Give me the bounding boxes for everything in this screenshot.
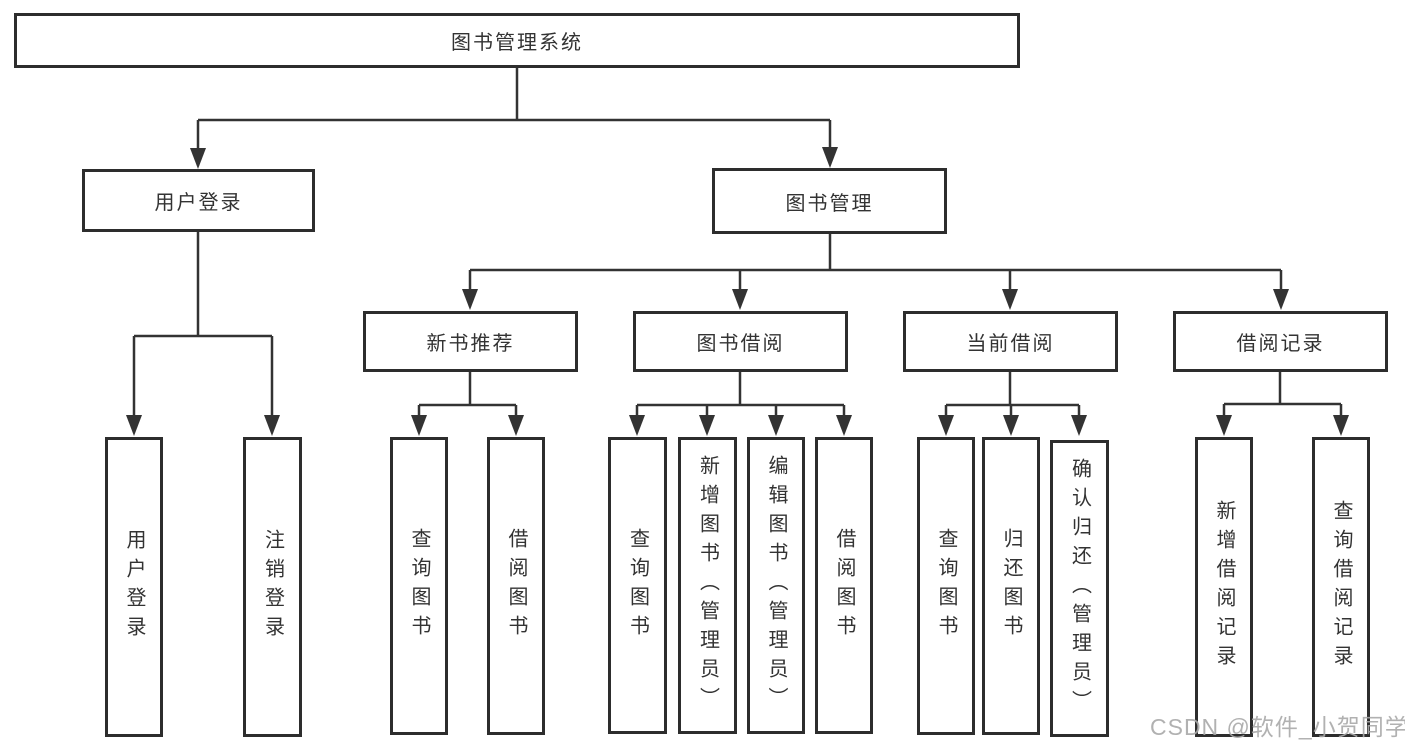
arrow-down-icon	[629, 415, 645, 436]
connector-bookmgmt-to-level3	[468, 234, 1283, 291]
arrowheads	[126, 147, 1349, 436]
arrow-down-icon	[938, 415, 954, 436]
leaf-recommend-borrow-books: 借阅图书	[487, 437, 545, 735]
arrow-down-icon	[822, 147, 838, 168]
arrow-down-icon	[1333, 415, 1349, 436]
arrow-down-icon	[1002, 289, 1018, 310]
leaf-records-query-record-label: 查询借阅记录	[1330, 500, 1352, 674]
arrow-down-icon	[1216, 415, 1232, 436]
arrow-down-icon	[508, 415, 524, 436]
csdn-watermark: CSDN @软件_小贺同学	[1150, 714, 1405, 740]
node-book-borrowing-label: 图书借阅	[696, 333, 785, 355]
node-root: 图书管理系统	[14, 13, 1020, 68]
leaf-current-query-books: 查询图书	[917, 437, 975, 735]
leaf-current-query-books-label: 查询图书	[935, 528, 957, 644]
leaf-borrowing-edit-books: 编辑图书（管理员）	[747, 437, 805, 734]
arrow-down-icon	[411, 415, 427, 436]
leaf-current-confirm-return: 确认归还（管理员）	[1050, 440, 1109, 737]
arrow-down-icon	[1003, 415, 1019, 436]
leaf-logout: 注销登录	[243, 437, 302, 737]
leaf-recommend-query-books-label: 查询图书	[408, 528, 430, 644]
node-root-label: 图书管理系统	[451, 32, 583, 54]
arrow-down-icon	[462, 289, 478, 310]
node-current-borrowing: 当前借阅	[903, 311, 1118, 372]
leaf-borrowing-add-books-label: 新增图书（管理员）	[696, 455, 719, 716]
connector-current-to-leaves	[944, 372, 1081, 417]
arrow-down-icon	[1071, 415, 1087, 436]
node-current-borrowing-label: 当前借阅	[966, 333, 1055, 355]
connector-userlogin-to-leaves	[132, 232, 274, 417]
leaf-borrowing-edit-books-label: 编辑图书（管理员）	[765, 455, 787, 716]
node-book-management-label: 图书管理	[785, 192, 874, 215]
leaf-borrowing-add-books: 新增图书（管理员）	[678, 437, 737, 734]
connector-recommend-to-leaves	[417, 372, 518, 417]
leaf-borrowing-query-books: 查询图书	[608, 437, 667, 734]
leaf-recommend-borrow-books-label: 借阅图书	[505, 528, 527, 644]
leaf-user-login-label: 用户登录	[123, 529, 145, 645]
leaf-records-add-record: 新增借阅记录	[1195, 437, 1253, 737]
node-new-book-recommend-label: 新书推荐	[426, 333, 515, 355]
arrow-down-icon	[190, 148, 206, 169]
node-book-borrowing: 图书借阅	[633, 311, 848, 372]
node-book-management: 图书管理	[712, 168, 947, 234]
arrow-down-icon	[768, 415, 784, 436]
leaf-borrowing-query-books-label: 查询图书	[626, 527, 649, 644]
arrow-down-icon	[836, 415, 852, 436]
leaf-borrowing-borrow-books-label: 借阅图书	[833, 527, 855, 644]
arrow-down-icon	[264, 415, 280, 436]
node-user-login: 用户登录	[82, 169, 315, 232]
node-new-book-recommend: 新书推荐	[363, 311, 578, 372]
connector-root-to-level2	[196, 68, 832, 149]
node-borrow-records-label: 借阅记录	[1236, 333, 1325, 355]
arrow-down-icon	[699, 415, 715, 436]
leaf-current-return-books: 归还图书	[982, 437, 1040, 735]
leaf-borrowing-borrow-books: 借阅图书	[815, 437, 873, 734]
arrow-down-icon	[1273, 289, 1289, 310]
leaf-current-confirm-return-label: 确认归还（管理员）	[1068, 458, 1091, 719]
connector-borrowing-to-leaves	[635, 372, 846, 417]
leaf-records-query-record: 查询借阅记录	[1312, 437, 1370, 737]
leaf-logout-label: 注销登录	[261, 529, 284, 645]
node-user-login-label: 用户登录	[154, 192, 243, 214]
arrow-down-icon	[126, 415, 142, 436]
arrow-down-icon	[732, 289, 748, 310]
leaf-user-login: 用户登录	[105, 437, 163, 737]
leaf-records-add-record-label: 新增借阅记录	[1213, 500, 1235, 674]
leaf-recommend-query-books: 查询图书	[390, 437, 448, 735]
connector-records-to-leaves	[1222, 372, 1343, 417]
leaf-current-return-books-label: 归还图书	[1000, 528, 1022, 644]
node-borrow-records: 借阅记录	[1173, 311, 1388, 372]
